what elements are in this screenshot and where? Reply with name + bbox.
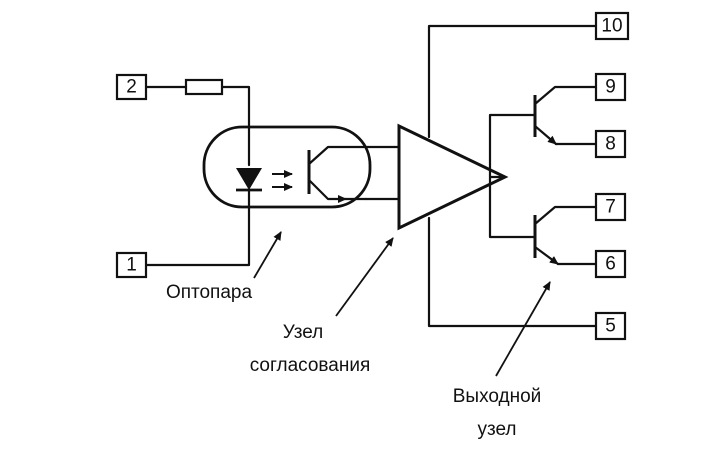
pin-7: 7 — [594, 192, 627, 222]
matching-callout-arrow — [335, 237, 394, 317]
amp-output-wire — [488, 113, 537, 239]
pin-6-label: 6 — [605, 254, 616, 275]
pin2-wire — [144, 85, 251, 167]
optocoupler-body — [202, 125, 372, 209]
output-callout-arrow — [495, 281, 551, 377]
upper-transistor-icon — [533, 85, 598, 146]
matching-caption-line1: Узел — [283, 322, 324, 343]
pin-2: 2 — [115, 73, 148, 101]
pin-8-label: 8 — [605, 134, 616, 155]
pin-10: 10 — [594, 11, 630, 41]
output-caption-line2: узел — [477, 419, 516, 440]
output-caption-line1: Выходной — [453, 386, 542, 407]
optocoupler-caption: Оптопара — [166, 282, 253, 303]
pin-9: 9 — [594, 72, 627, 102]
pin-1: 1 — [115, 251, 148, 279]
pin-9-label: 9 — [605, 77, 616, 98]
light-arrows-icon — [272, 170, 293, 191]
pin5-wire — [427, 216, 598, 328]
resistor — [184, 78, 224, 96]
pin10-wire — [427, 24, 598, 139]
pin-5: 5 — [594, 311, 627, 341]
matching-amplifier — [397, 123, 509, 231]
pin-7-label: 7 — [605, 197, 616, 218]
matching-caption-line2: согласования — [250, 355, 371, 376]
pin-5-label: 5 — [605, 316, 616, 337]
optocoupler-callout-arrow — [253, 231, 282, 279]
opto-to-amp-wires — [364, 145, 401, 201]
led-cathode-wire — [144, 188, 251, 267]
pin-2-label: 2 — [126, 77, 137, 98]
pin-6: 6 — [594, 249, 627, 279]
led-icon — [236, 168, 262, 192]
pin-10-label: 10 — [601, 16, 622, 37]
phototransistor-icon — [307, 145, 368, 203]
pin-1-label: 1 — [126, 255, 137, 276]
lower-transistor-icon — [533, 205, 598, 266]
pin-8: 8 — [594, 129, 627, 159]
